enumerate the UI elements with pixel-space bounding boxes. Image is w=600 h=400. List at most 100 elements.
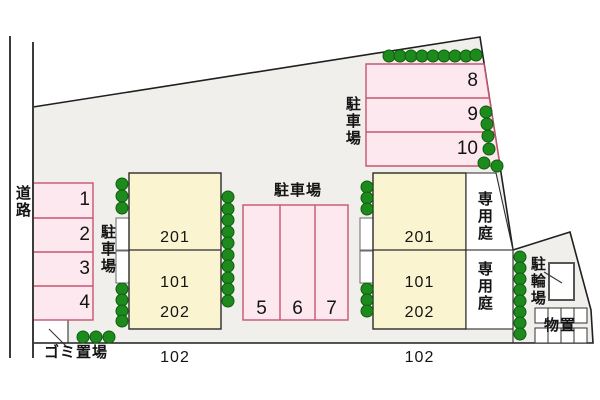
- unit-number: 101: [160, 274, 190, 291]
- tree-icon: [382, 49, 396, 63]
- tree-icon: [490, 159, 504, 173]
- building-left-upper-units: 201 101: [129, 200, 221, 320]
- porch: [359, 250, 374, 284]
- bicycle-parking-label: 駐輪場: [528, 256, 546, 307]
- tree-icon: [89, 330, 103, 344]
- tree-icon: [426, 49, 440, 63]
- building-right-outline: [372, 172, 467, 330]
- parking-middle-area: [242, 204, 349, 321]
- tree-icon: [221, 190, 235, 204]
- parking-middle-label: 駐車場: [273, 182, 323, 199]
- building-left-outline: [128, 172, 222, 330]
- unit-number: 202: [404, 304, 435, 321]
- tree-icon: [360, 293, 374, 307]
- building-right: [372, 172, 467, 330]
- building-right-lower-units: 202 102: [373, 275, 466, 395]
- tree-icon: [115, 189, 129, 203]
- tree-icon: [360, 282, 374, 296]
- tree-icon: [221, 271, 235, 285]
- tree-icon: [115, 201, 129, 215]
- parking-space-1: 1: [79, 189, 90, 210]
- tree-icon: [482, 142, 496, 156]
- bicycle-parking: [543, 262, 575, 301]
- unit-number: 102: [160, 349, 190, 366]
- tree-icon: [513, 316, 527, 330]
- bicycle-shed-box: [548, 262, 575, 301]
- tree-icon: [115, 177, 129, 191]
- tree-icon: [115, 314, 129, 328]
- building-right-upper-units: 201 101: [373, 200, 466, 320]
- tree-icon: [393, 49, 407, 63]
- parking-top-right-label: 駐車場: [343, 96, 361, 147]
- storage-units: [534, 307, 588, 344]
- tree-icon: [513, 294, 527, 308]
- tree-icon: [513, 272, 527, 286]
- storage-label: 物置: [543, 317, 577, 334]
- tree-icon: [221, 259, 235, 273]
- porch: [115, 217, 130, 251]
- parking-left: [32, 182, 94, 321]
- garbage-area: [34, 320, 69, 349]
- parking-left-label: 駐車場: [98, 224, 116, 275]
- porch: [115, 250, 130, 284]
- tree-icon: [513, 250, 527, 264]
- parking-space-2: 2: [79, 224, 90, 245]
- storage-cell: [573, 307, 588, 324]
- porches: [115, 217, 374, 284]
- road-label: 道路: [13, 185, 31, 219]
- tree-icon: [479, 105, 493, 119]
- parking-space-10: 10: [456, 138, 478, 159]
- parking-space-7: 7: [326, 298, 337, 319]
- tree-icon: [76, 330, 90, 344]
- building-left: [128, 172, 222, 330]
- parking-space-9: 9: [467, 104, 478, 125]
- tree-icon: [221, 294, 235, 308]
- tree-icon: [513, 261, 527, 275]
- tree-icon: [437, 49, 451, 63]
- tree-icon: [360, 202, 374, 216]
- tree-icon: [480, 117, 494, 131]
- tree-icon: [115, 282, 129, 296]
- tree-icon: [102, 330, 116, 344]
- tree-icon: [360, 180, 374, 194]
- tree-icon: [469, 48, 483, 62]
- parking-space-6: 6: [292, 298, 303, 319]
- tree-icon: [477, 156, 491, 170]
- tree-icon: [513, 327, 527, 341]
- tree-icon: [415, 49, 429, 63]
- porch: [359, 217, 374, 251]
- garbage-label: ゴミ置場: [44, 344, 109, 361]
- building-left-lower-units: 202 102: [129, 275, 221, 395]
- garbage-leader-line: [48, 328, 69, 349]
- trees: [76, 48, 527, 344]
- tree-icon: [513, 305, 527, 319]
- garden-top-label: 専用庭: [475, 191, 493, 242]
- parking-space-5: 5: [256, 298, 267, 319]
- tree-icon: [221, 248, 235, 262]
- parking-space-3: 3: [79, 258, 90, 279]
- private-gardens: [465, 172, 514, 330]
- parking-space-4: 4: [79, 292, 90, 313]
- tree-icon: [360, 191, 374, 205]
- garden-bottom-label: 専用庭: [475, 261, 493, 312]
- unit-number: 202: [160, 304, 190, 321]
- unit-number: 201: [160, 229, 190, 246]
- tree-icon: [221, 225, 235, 239]
- tree-icon: [115, 293, 129, 307]
- unit-number: 102: [404, 349, 435, 366]
- storage-cell: [573, 327, 588, 344]
- tree-icon: [448, 49, 462, 63]
- tree-icon: [221, 213, 235, 227]
- tree-icon: [221, 236, 235, 250]
- road: [9, 36, 34, 358]
- tree-icon: [404, 49, 418, 63]
- bicycle-leader-line: [543, 271, 563, 284]
- tree-icon: [221, 202, 235, 216]
- unit-number: 101: [404, 274, 435, 291]
- tree-icon: [513, 283, 527, 297]
- tree-icon: [481, 129, 495, 143]
- garden-bottom-box: [465, 249, 514, 330]
- tree-icon: [360, 304, 374, 318]
